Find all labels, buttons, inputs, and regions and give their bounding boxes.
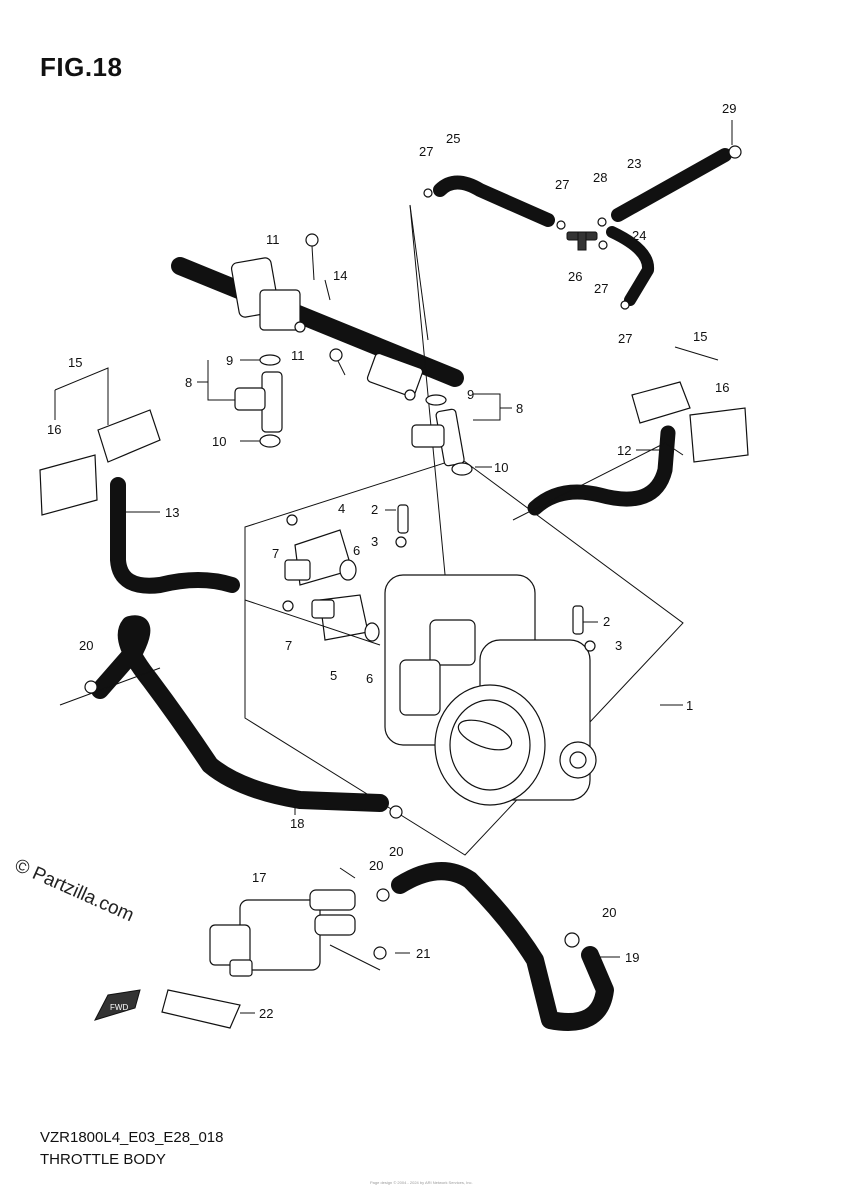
injector-right	[411, 394, 473, 476]
callout-2b: 2	[603, 614, 610, 629]
injector-left	[234, 354, 283, 448]
callout-27b: 27	[555, 177, 569, 192]
screw-21	[373, 946, 387, 960]
bolt-11-mid	[329, 348, 346, 376]
throttle-body-core	[384, 574, 597, 806]
callout-29: 29	[722, 101, 736, 116]
connector-15-left	[97, 409, 161, 463]
clamp-20-d	[564, 932, 580, 948]
callout-3a: 3	[371, 534, 378, 549]
clamp-20-c	[376, 888, 390, 902]
bolt-11-top	[305, 233, 319, 281]
sensor-5	[311, 594, 369, 641]
callout-20c: 20	[369, 858, 383, 873]
screw-2-a	[397, 504, 409, 534]
callout-10b: 10	[494, 460, 508, 475]
callout-20b: 20	[389, 844, 403, 859]
hose-13	[110, 477, 240, 594]
o-ring-6-b	[364, 622, 380, 642]
callout-16a: 16	[47, 422, 61, 437]
clamp-20-a	[84, 680, 98, 694]
callout-17: 17	[252, 870, 266, 885]
fuel-rail-14	[171, 257, 464, 401]
callout-11a: 11	[266, 232, 280, 247]
callout-22: 22	[259, 1006, 273, 1021]
callout-20a: 20	[79, 638, 93, 653]
callout-10a: 10	[212, 434, 226, 449]
washer-3-b	[584, 640, 596, 652]
callout-9a: 9	[226, 353, 233, 368]
figure-code: VZR1800L4_E03_E28_018	[40, 1129, 224, 1146]
callout-7b: 7	[285, 638, 292, 653]
screw-2-b	[572, 605, 584, 635]
clamp-27-a	[423, 188, 433, 198]
clamp-29	[728, 145, 742, 159]
clamp-27-c	[598, 240, 608, 250]
callout-1: 1	[686, 698, 693, 713]
callout-2a: 2	[371, 502, 378, 517]
bracket-8-left	[207, 360, 235, 401]
callout-28: 28	[593, 170, 607, 185]
washer-3-a	[395, 536, 407, 548]
callout-13: 13	[165, 505, 179, 520]
callout-3b: 3	[615, 638, 622, 653]
callout-16b: 16	[715, 380, 729, 395]
callout-27d: 27	[618, 331, 632, 346]
callout-26: 26	[568, 269, 582, 284]
callout-25: 25	[446, 131, 460, 146]
callout-8a: 8	[185, 375, 192, 390]
callout-24: 24	[632, 228, 646, 243]
callout-19: 19	[625, 950, 639, 965]
svg-text:FWD: FWD	[110, 1003, 128, 1012]
clamp-27-d	[620, 300, 630, 310]
screw-7-a	[286, 514, 298, 526]
o-ring-6-a	[339, 559, 357, 581]
callout-20d: 20	[602, 905, 616, 920]
callout-15a: 15	[68, 355, 82, 370]
sensor-4	[284, 529, 353, 586]
forward-direction-badge: FWD	[94, 989, 141, 1021]
callout-9b: 9	[467, 387, 474, 402]
callout-27c: 27	[594, 281, 608, 296]
callout-11b: 11	[291, 348, 305, 363]
callout-5: 5	[330, 668, 337, 683]
leader-15-right	[674, 346, 719, 361]
bracket-15-left	[54, 367, 109, 425]
callout-6a: 6	[353, 543, 360, 558]
callout-7a: 7	[272, 546, 279, 561]
page-footnote: Page design © 2004 - 2024 by ARI Network…	[370, 1180, 473, 1185]
figure-name: THROTTLE BODY	[40, 1151, 166, 1168]
callout-18: 18	[290, 816, 304, 831]
connector-cover-16-right	[689, 407, 749, 463]
callout-15b: 15	[693, 329, 707, 344]
callout-8b: 8	[516, 401, 523, 416]
screw-7-b	[282, 600, 294, 612]
callout-12: 12	[617, 443, 631, 458]
callout-23: 23	[627, 156, 641, 171]
idle-control-valve-17	[209, 889, 356, 977]
pad-22	[161, 989, 241, 1029]
figure-title: FIG.18	[40, 52, 123, 82]
callout-14: 14	[333, 268, 347, 283]
clamp-20-b	[389, 805, 403, 819]
clamp-28	[597, 217, 607, 227]
connector-15-right	[631, 381, 691, 424]
callout-4: 4	[338, 501, 345, 516]
callout-6b: 6	[366, 671, 373, 686]
callout-21: 21	[416, 946, 430, 961]
callout-27a: 27	[419, 144, 433, 159]
bracket-8-right	[473, 393, 501, 421]
connector-cover-16-left	[39, 454, 98, 516]
clamp-27-b	[556, 220, 566, 230]
